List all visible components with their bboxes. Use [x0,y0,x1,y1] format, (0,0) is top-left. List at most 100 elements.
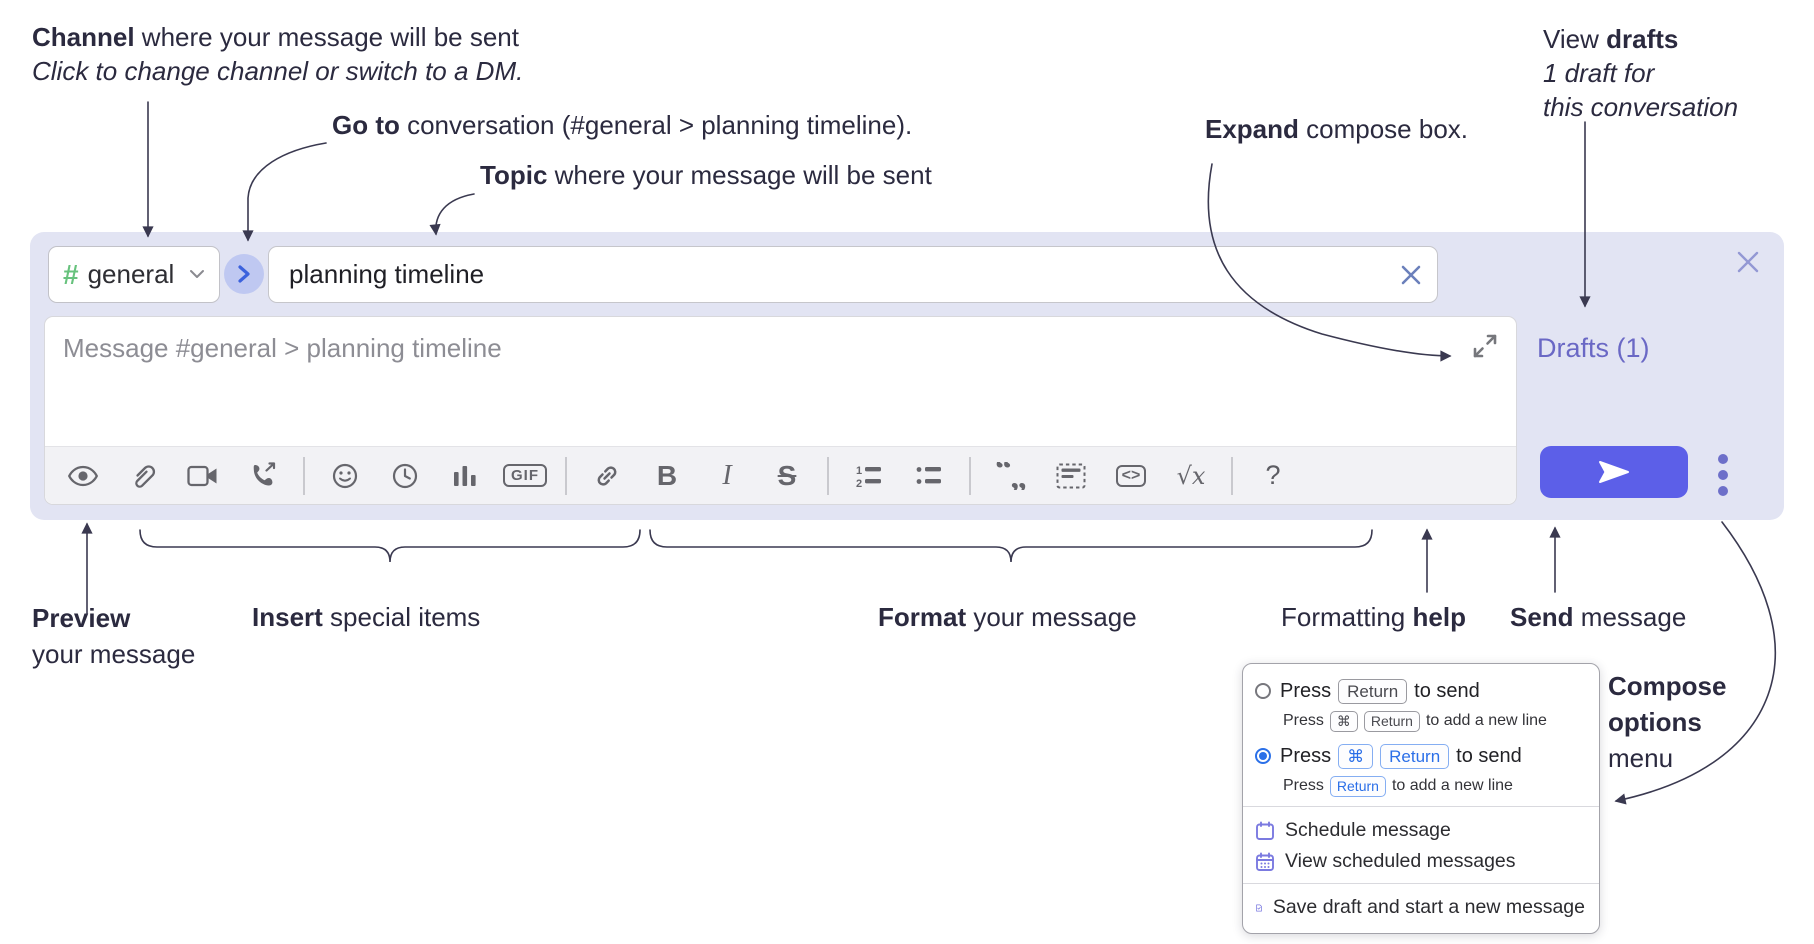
draft-saved-icon [1256,903,1262,912]
annotation-insert: Insert special items [252,602,481,632]
toolbar-divider [303,456,305,495]
message-formatting-help-button[interactable]: ? [1243,453,1303,499]
goto-pointer-line [242,142,327,242]
send-option-enter[interactable]: Press Return to send [1255,676,1585,706]
send-option-cmd-enter[interactable]: Press ⌘ Return to send [1255,741,1585,771]
radio-selected-icon [1255,748,1271,764]
bulleted-list-icon [916,466,941,484]
phone-call-icon [253,462,275,486]
toolbar-divider [827,456,829,495]
math-icon: √x [1176,461,1206,490]
annotation-formatting-help: Formatting help [1281,602,1466,632]
spoiler-icon [1056,463,1086,488]
quote-icon: “„ [995,462,1027,490]
key-return: Return [1338,678,1408,704]
gif-icon: GIF [503,464,547,487]
annotation-compose-options: Compose options menu [1608,671,1727,773]
compose-box: # general [30,232,1784,520]
send-option-enter-subtext: Press ⌘ Return to add a new line [1283,709,1585,733]
add-poll-button[interactable] [435,453,495,499]
menu-divider [1243,883,1599,884]
calendar-icon [1256,821,1274,840]
annotation-view-drafts: View drafts 1 draft for this conversatio… [1543,24,1739,122]
message-box: GIF B I S 12 “„ [44,316,1517,505]
add-gif-button[interactable]: GIF [495,453,555,499]
eye-icon [67,465,99,486]
code-button[interactable]: <> [1101,453,1161,499]
send-button[interactable] [1540,446,1688,498]
key-return: Return [1380,743,1450,769]
svg-text:“: “ [995,462,1012,488]
topic-pointer-line [429,193,475,236]
svg-text:1: 1 [856,465,862,477]
toolbar-divider [1231,456,1233,495]
code-icon: <> [1115,464,1147,487]
strikethrough-button[interactable]: S [757,453,817,499]
toolbar-divider [565,456,567,495]
add-global-time-button[interactable] [375,453,435,499]
annotation-preview: Preview your message [32,603,196,669]
send-option-cmd-enter-subtext: Press Return to add a new line [1283,774,1585,798]
annotation-expand: Expand compose box. [1205,114,1469,144]
toolbar-divider [969,456,971,495]
drafts-link[interactable]: Drafts (1) [1537,333,1650,363]
chevron-right-icon [238,265,250,283]
message-input[interactable] [45,317,1516,447]
spoiler-button[interactable] [1041,453,1101,499]
clock-icon [392,463,418,488]
svg-text:2: 2 [856,478,862,488]
menu-item-schedule-message[interactable]: Schedule message [1255,815,1585,846]
radio-unselected-icon [1255,683,1271,699]
strikethrough-icon: S [777,459,797,491]
italic-icon: I [722,459,732,491]
paperclip-icon [135,464,156,488]
chevron-down-icon [189,266,205,284]
attach-file-button[interactable] [113,453,173,499]
bulleted-list-button[interactable] [899,453,959,499]
annotation-send: Send message [1510,602,1687,632]
compose-options-menu: Press Return to send Press ⌘ Return to a… [1242,663,1600,934]
key-cmd: ⌘ [1338,743,1374,769]
go-to-conversation-button[interactable] [224,254,264,294]
clear-topic-icon[interactable] [1399,263,1423,287]
link-icon [597,465,617,486]
channel-hash-icon: # [63,258,79,290]
channel-name: general [87,259,175,289]
italic-button[interactable]: I [697,453,757,499]
key-return: Return [1363,710,1420,732]
video-camera-icon [187,465,217,486]
preview-button[interactable] [53,453,113,499]
compose-options-menu-button[interactable] [1718,454,1728,496]
numbered-list-icon: 12 [856,465,881,488]
add-emoji-button[interactable] [315,453,375,499]
close-compose-icon[interactable] [1734,248,1762,276]
bold-button[interactable]: B [637,453,697,499]
insert-brace [139,529,641,563]
menu-item-save-draft-new-message[interactable]: Save draft and start a new message [1255,892,1585,923]
bar-chart-icon [454,465,476,486]
math-button[interactable]: √x [1161,453,1221,499]
quote-button[interactable]: “„ [981,453,1041,499]
format-brace [649,529,1373,563]
menu-divider [1243,806,1599,807]
svg-text:„: „ [1010,462,1027,490]
link-button[interactable] [577,453,637,499]
key-cmd: ⌘ [1329,710,1358,732]
topic-input-box [268,246,1438,303]
expand-compose-icon[interactable] [1472,333,1498,359]
menu-item-view-scheduled-messages[interactable]: View scheduled messages [1255,846,1585,877]
key-return: Return [1329,775,1386,797]
calendar-grid-icon [1256,852,1274,871]
annotation-topic: Topic where your message will be sent [480,160,932,190]
smiley-icon [332,463,358,488]
annotation-format: Format your message [878,602,1137,632]
topic-input[interactable] [287,258,1399,291]
question-mark-icon: ? [1265,460,1281,490]
bold-icon: B [656,459,678,491]
add-video-call-button[interactable] [173,453,233,499]
add-voice-call-button[interactable] [233,453,293,499]
channel-selector[interactable]: # general [48,246,220,303]
